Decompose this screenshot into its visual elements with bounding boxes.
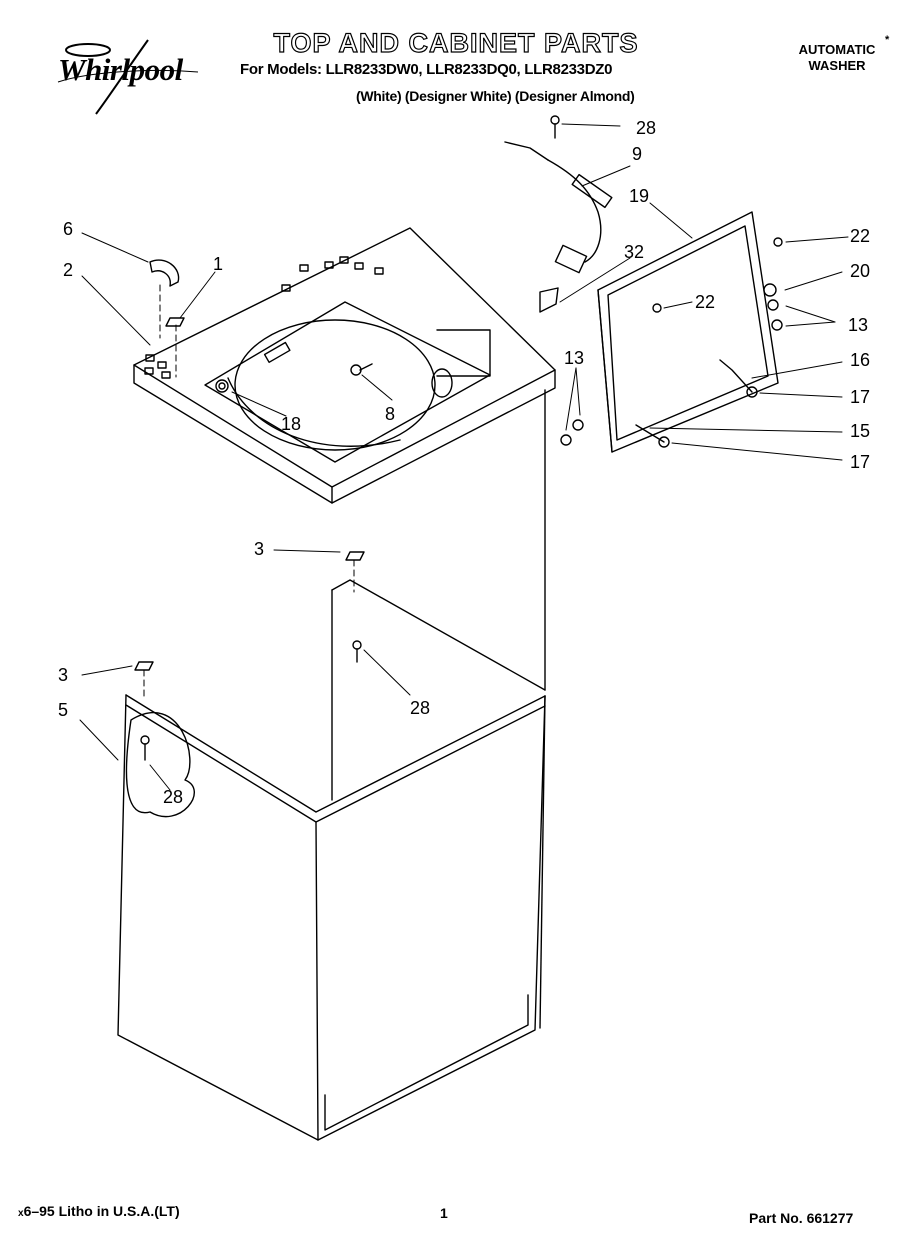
variants-line: (White) (Designer White) (Designer Almon…: [356, 88, 635, 104]
callout-28-cabinet: 28: [410, 698, 430, 718]
callout-32: 32: [624, 242, 644, 262]
page-number: 1: [440, 1205, 448, 1221]
callout-3-upper: 3: [254, 539, 264, 559]
callout-3-lower: 3: [58, 665, 68, 685]
brand-name: Whirlpool: [58, 52, 183, 87]
callout-13-left: 13: [564, 348, 584, 368]
cabinet: [117, 389, 546, 1141]
callout-22-right: 22: [850, 226, 870, 246]
callout-5: 5: [58, 700, 68, 720]
small-parts: [134, 115, 783, 761]
asterisk-mark: *: [885, 34, 890, 46]
leader-lines: [79, 123, 849, 791]
callout-18: 18: [281, 414, 301, 434]
callout-9: 9: [632, 144, 642, 164]
callout-labels: 6 2 1 28 9 19 22 22 20 13 16 17 15 17 32…: [58, 118, 870, 807]
callout-28-side: 28: [163, 787, 183, 807]
product-type-line2: WASHER: [808, 58, 866, 73]
print-marker: x: [18, 1208, 24, 1219]
callout-1: 1: [213, 254, 223, 274]
models-line: For Models: LLR8233DW0, LLR8233DQ0, LLR8…: [240, 61, 613, 78]
callout-22-left: 22: [695, 292, 715, 312]
product-type-line1: AUTOMATIC: [798, 42, 876, 57]
callout-6: 6: [63, 219, 73, 239]
page-title: TOP AND CABINET PARTS: [273, 27, 639, 58]
callout-17-upper: 17: [850, 387, 870, 407]
whirlpool-logo: Whirlpool: [58, 52, 183, 88]
callout-2: 2: [63, 260, 73, 280]
assembly-lines: [143, 284, 355, 701]
callout-15: 15: [850, 421, 870, 441]
callout-16: 16: [850, 350, 870, 370]
callout-20: 20: [850, 261, 870, 281]
print-info-text: 6–95 Litho in U.S.A.(LT): [23, 1203, 180, 1219]
top-panel: [133, 227, 556, 504]
callout-13-right: 13: [848, 315, 868, 335]
callout-28-top: 28: [636, 118, 656, 138]
print-info: x6–95 Litho in U.S.A.(LT): [18, 1203, 180, 1219]
callout-17-lower: 17: [850, 452, 870, 472]
console-frame: [597, 211, 779, 453]
wire-harness: [504, 141, 613, 274]
part-number: Part No. 661277: [749, 1210, 854, 1226]
logo-swoosh: [57, 39, 199, 115]
callout-19: 19: [629, 186, 649, 206]
callout-8: 8: [385, 404, 395, 424]
